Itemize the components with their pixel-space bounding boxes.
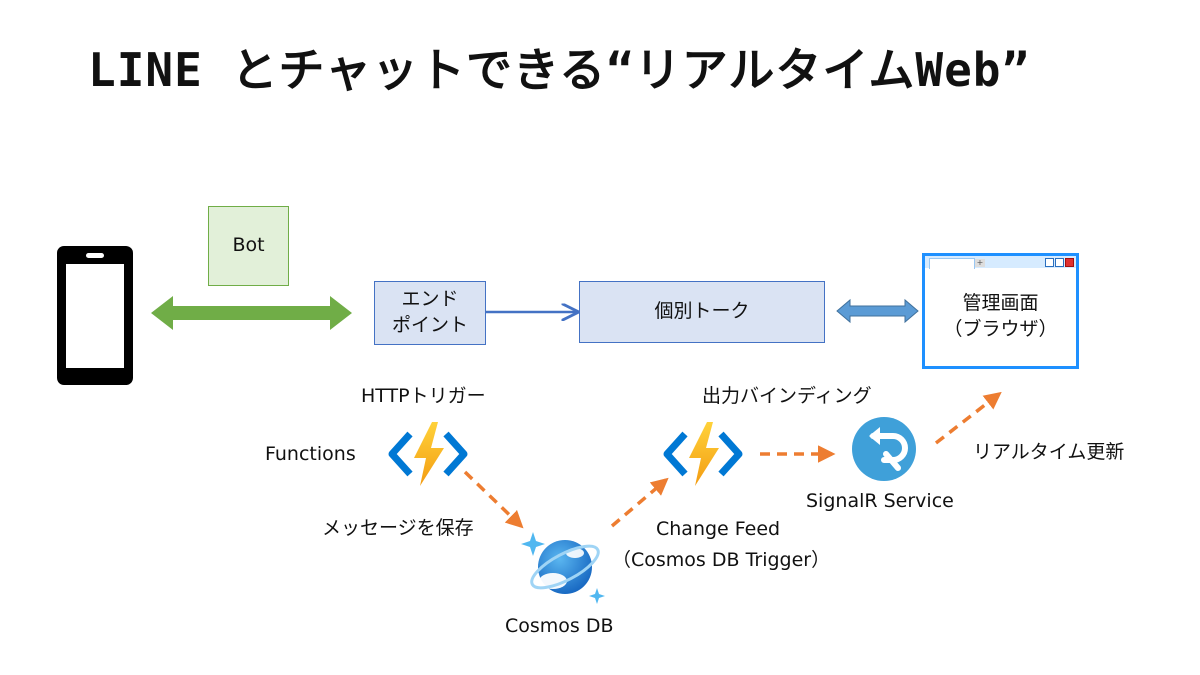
output-binding-label: 出力バインディング bbox=[702, 385, 872, 407]
endpoint-box: エンド ポイント bbox=[374, 281, 486, 345]
azure-functions-icon bbox=[663, 422, 743, 486]
signalr-icon bbox=[852, 417, 916, 481]
talk-label: 個別トーク bbox=[654, 300, 750, 323]
signalr-to-browser-arrow bbox=[934, 391, 1002, 445]
signalr-label: SignalR Service bbox=[806, 490, 954, 512]
bot-label: Bot bbox=[232, 234, 265, 257]
endpoint-label-line1: エンド bbox=[401, 288, 459, 311]
bot-box: Bot bbox=[208, 206, 289, 286]
azure-functions-icon bbox=[388, 422, 468, 486]
minimize-icon bbox=[1045, 258, 1054, 267]
smartphone-icon bbox=[57, 246, 133, 385]
realtime-update-label: リアルタイム更新 bbox=[973, 441, 1125, 463]
talk-box: 個別トーク bbox=[579, 281, 825, 343]
functions-label: Functions bbox=[265, 443, 356, 465]
endpoint-label-line2: ポイント bbox=[391, 314, 468, 336]
change-feed-label: Change Feed bbox=[656, 518, 781, 540]
browser-window: + 管理画面 （ブラウザ） bbox=[922, 253, 1079, 369]
mgmt-label-line2: （ブラウザ） bbox=[943, 318, 1058, 340]
close-icon bbox=[1065, 258, 1074, 267]
page-title: LINE とチャットできる“リアルタイムWeb” bbox=[88, 43, 1031, 97]
line-bot-double-arrow bbox=[151, 296, 352, 330]
cosmos-to-functions-arrow bbox=[610, 477, 669, 528]
save-message-label: メッセージを保存 bbox=[322, 517, 474, 539]
new-tab-icon: + bbox=[975, 258, 985, 267]
browser-tab-bar: + bbox=[925, 256, 1076, 269]
cosmos-trigger-label: （Cosmos DB Trigger） bbox=[612, 549, 831, 571]
maximize-icon bbox=[1055, 258, 1064, 267]
cosmos-db-icon bbox=[521, 532, 605, 604]
browser-tab bbox=[929, 258, 975, 269]
cosmos-db-label: Cosmos DB bbox=[505, 615, 614, 637]
functions-to-cosmos-arrow bbox=[463, 470, 524, 529]
http-trigger-label: HTTPトリガー bbox=[361, 385, 486, 407]
talk-mgmt-double-arrow bbox=[836, 298, 919, 324]
mgmt-label-line1: 管理画面 bbox=[962, 292, 1039, 315]
